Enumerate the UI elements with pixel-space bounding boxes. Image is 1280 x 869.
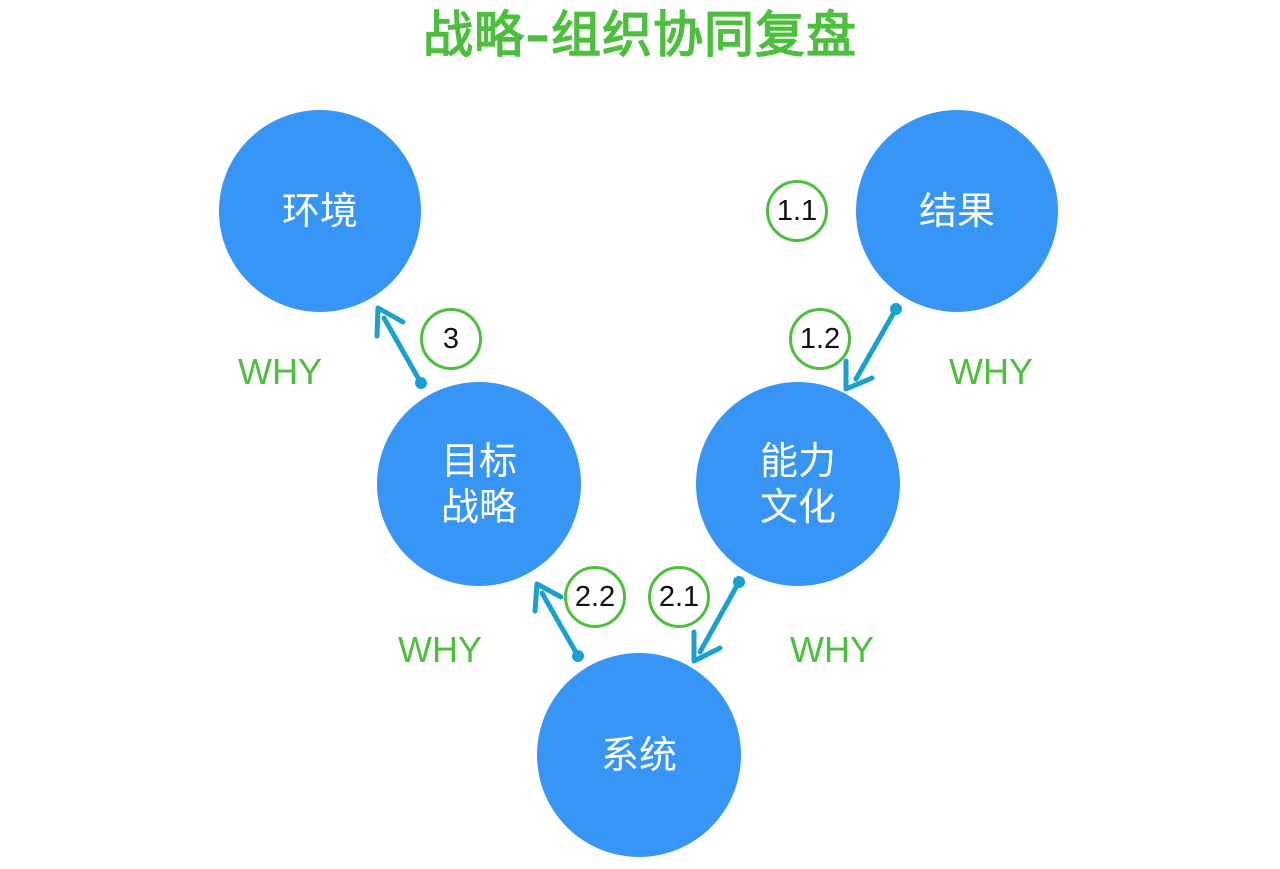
why-label-top-right: WHY	[949, 351, 1033, 392]
arrow-tail-dot	[572, 650, 584, 662]
node-environment: 环境	[219, 110, 421, 312]
why-label-bottom-right: WHY	[790, 629, 874, 670]
arrow-capability-to-system	[691, 576, 745, 664]
arrow-tail-dot	[415, 377, 427, 389]
arrow-tail-dot	[890, 303, 902, 315]
why-label-top-left: WHY	[238, 351, 322, 392]
badge-1-2: 1.2	[789, 308, 851, 370]
arrow-system-to-goal	[532, 581, 584, 662]
arrow-result-to-capability	[843, 303, 902, 392]
node-result: 结果	[856, 110, 1058, 312]
node-goal-strategy-line1: 目标	[440, 439, 517, 483]
badge-2-2: 2.2	[564, 566, 626, 628]
arrowhead-icon	[691, 629, 723, 664]
arrow-tail-dot	[733, 576, 745, 588]
node-result-label: 结果	[918, 189, 995, 233]
diagram-title: 战略–组织协同复盘	[423, 6, 857, 64]
badge-1-1: 1.1	[766, 180, 828, 242]
node-goal-strategy: 目标 战略	[377, 382, 581, 586]
arrow-goal-to-environment	[374, 305, 427, 389]
node-capability-culture: 能力 文化	[696, 382, 900, 586]
arrowhead-icon	[532, 581, 564, 614]
why-label-bottom-left: WHY	[398, 629, 482, 670]
node-environment-label: 环境	[281, 189, 358, 233]
badge-3: 3	[420, 308, 482, 370]
node-system-label: 系统	[600, 733, 677, 777]
node-capability-culture-line2: 文化	[759, 485, 836, 529]
arrowhead-icon	[843, 358, 875, 392]
badge-2-1: 2.1	[648, 566, 710, 628]
arrowhead-icon	[374, 305, 406, 339]
node-goal-strategy-line2: 战略	[440, 485, 517, 529]
node-capability-culture-line1: 能力	[759, 439, 836, 483]
node-system: 系统	[537, 653, 741, 857]
